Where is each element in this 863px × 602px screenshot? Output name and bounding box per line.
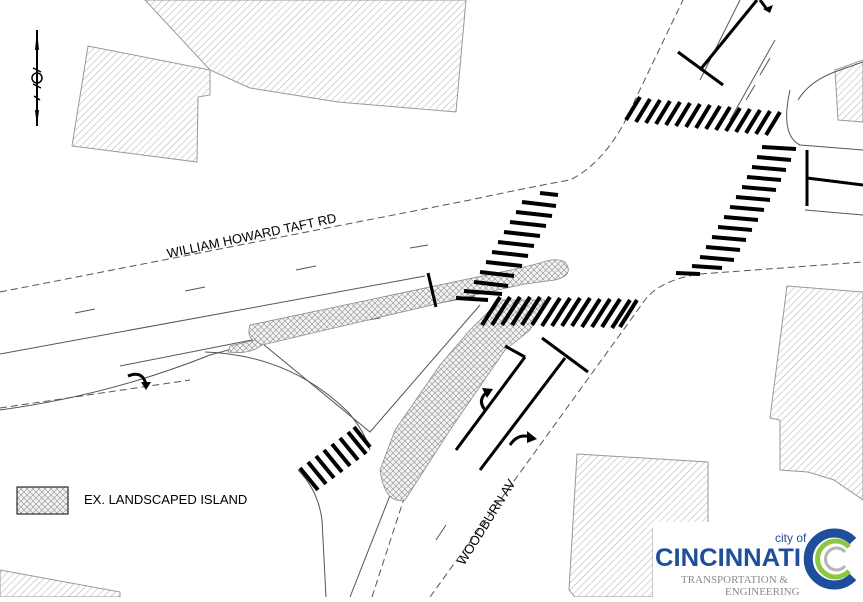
building: [769, 285, 863, 501]
crosswalk-north: [624, 95, 782, 137]
landscaped-island: [248, 259, 569, 346]
right-turn-arrow-icon: [127, 372, 151, 390]
logo-c-icon: [803, 528, 857, 590]
crosswalk-south: [480, 295, 639, 330]
street-label-taft: WILLIAM HOWARD TAFT RD: [166, 210, 338, 261]
building: [0, 569, 121, 597]
right-turn-arrow-icon: [508, 431, 537, 446]
city-logo: city of CINCINNATI TRANSPORTATION & ENGI…: [653, 522, 863, 598]
stop-bars: [426, 0, 863, 471]
street-label-woodburn: WOODBURN AV: [454, 476, 519, 567]
crosswalk-east: [675, 145, 797, 276]
legend: EX. LANDSCAPED ISLAND: [16, 486, 247, 515]
building: [834, 59, 863, 123]
down-arrow-icon: [758, 0, 773, 13]
crosswalk-west: [455, 191, 559, 302]
lane-markings: [74, 57, 771, 541]
building: [71, 45, 211, 163]
turn-arrows: [127, 0, 773, 446]
legend-swatch-landscaped-island: [16, 486, 69, 515]
logo-name: CINCINNATI: [655, 544, 801, 572]
logo-dept-line2: ENGINEERING: [725, 586, 800, 597]
logo-city-of: city of: [775, 531, 807, 545]
legend-label: EX. LANDSCAPED ISLAND: [84, 492, 247, 507]
landscaped-island: [379, 299, 546, 502]
crosswalks: [298, 95, 797, 492]
left-turn-arrow-icon: [480, 388, 493, 411]
north-arrow-icon: [31, 30, 43, 126]
logo-dept-line1: TRANSPORTATION &: [681, 574, 788, 586]
landscaped-islands: [227, 259, 569, 502]
crosswalk-southwest: [298, 425, 372, 492]
landscaped-island: [227, 339, 263, 354]
